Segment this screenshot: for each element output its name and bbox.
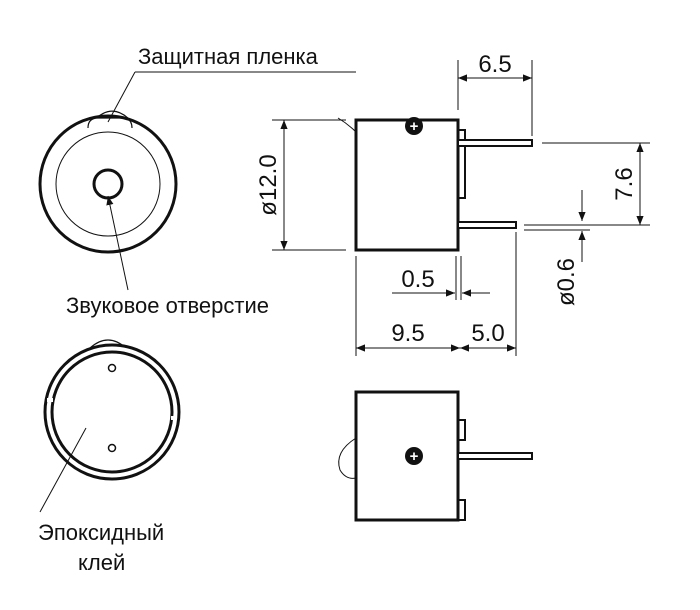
side-view-2 <box>338 390 533 522</box>
dim-diameter <box>272 119 346 251</box>
dim-pin-diameter <box>524 190 590 262</box>
pin-spacing-label: 7.6 <box>611 167 638 200</box>
dim-pin-thickness <box>392 256 490 300</box>
sound-hole-leader <box>106 195 129 291</box>
epoxy-label-line1: Эпоксидный <box>38 520 164 545</box>
plus-sign-top: + <box>410 118 419 135</box>
dim-pin-length <box>457 60 533 136</box>
rear-pin-dot-top <box>107 363 117 373</box>
pin-length-label: 6.5 <box>478 51 511 78</box>
rear-view <box>43 339 181 481</box>
pin-thickness-label: 0.5 <box>401 266 434 293</box>
pin-protrusion-label: 5.0 <box>471 320 504 347</box>
epoxy-leader <box>39 427 87 513</box>
pin-2 <box>457 452 533 460</box>
pin-diameter-label: ø0.6 <box>553 258 580 306</box>
film-leader-line <box>107 71 136 123</box>
pin-top <box>457 139 533 147</box>
rear-inner-circle <box>50 350 174 474</box>
epoxy-label-line2: клей <box>78 550 125 575</box>
rear-pin-dot-bottom <box>107 443 117 453</box>
polarity-mark-bottom <box>405 447 423 465</box>
dim-pin-spacing <box>524 142 650 226</box>
front-view-top <box>38 110 178 254</box>
side-view <box>337 117 533 252</box>
body-height-label: 9.5 <box>391 320 424 347</box>
film-bump-2 <box>338 437 357 479</box>
outer-circle <box>38 114 178 254</box>
polarity-mark-top <box>405 117 423 135</box>
rear-outer-circle <box>43 343 181 481</box>
diameter-label: ø12.0 <box>255 154 282 215</box>
plus-sign-bottom: + <box>410 448 419 465</box>
sound-hole-label: Звуковое отверстие <box>66 293 269 318</box>
pin-bottom <box>457 221 517 229</box>
inner-circle <box>55 131 161 237</box>
side-step <box>458 129 466 199</box>
side-step-2 <box>458 419 466 441</box>
protective-film-label: Защитная пленка <box>138 44 319 69</box>
dim-body-height <box>355 232 517 356</box>
side-body <box>354 118 460 252</box>
side-step-2b <box>458 499 466 521</box>
